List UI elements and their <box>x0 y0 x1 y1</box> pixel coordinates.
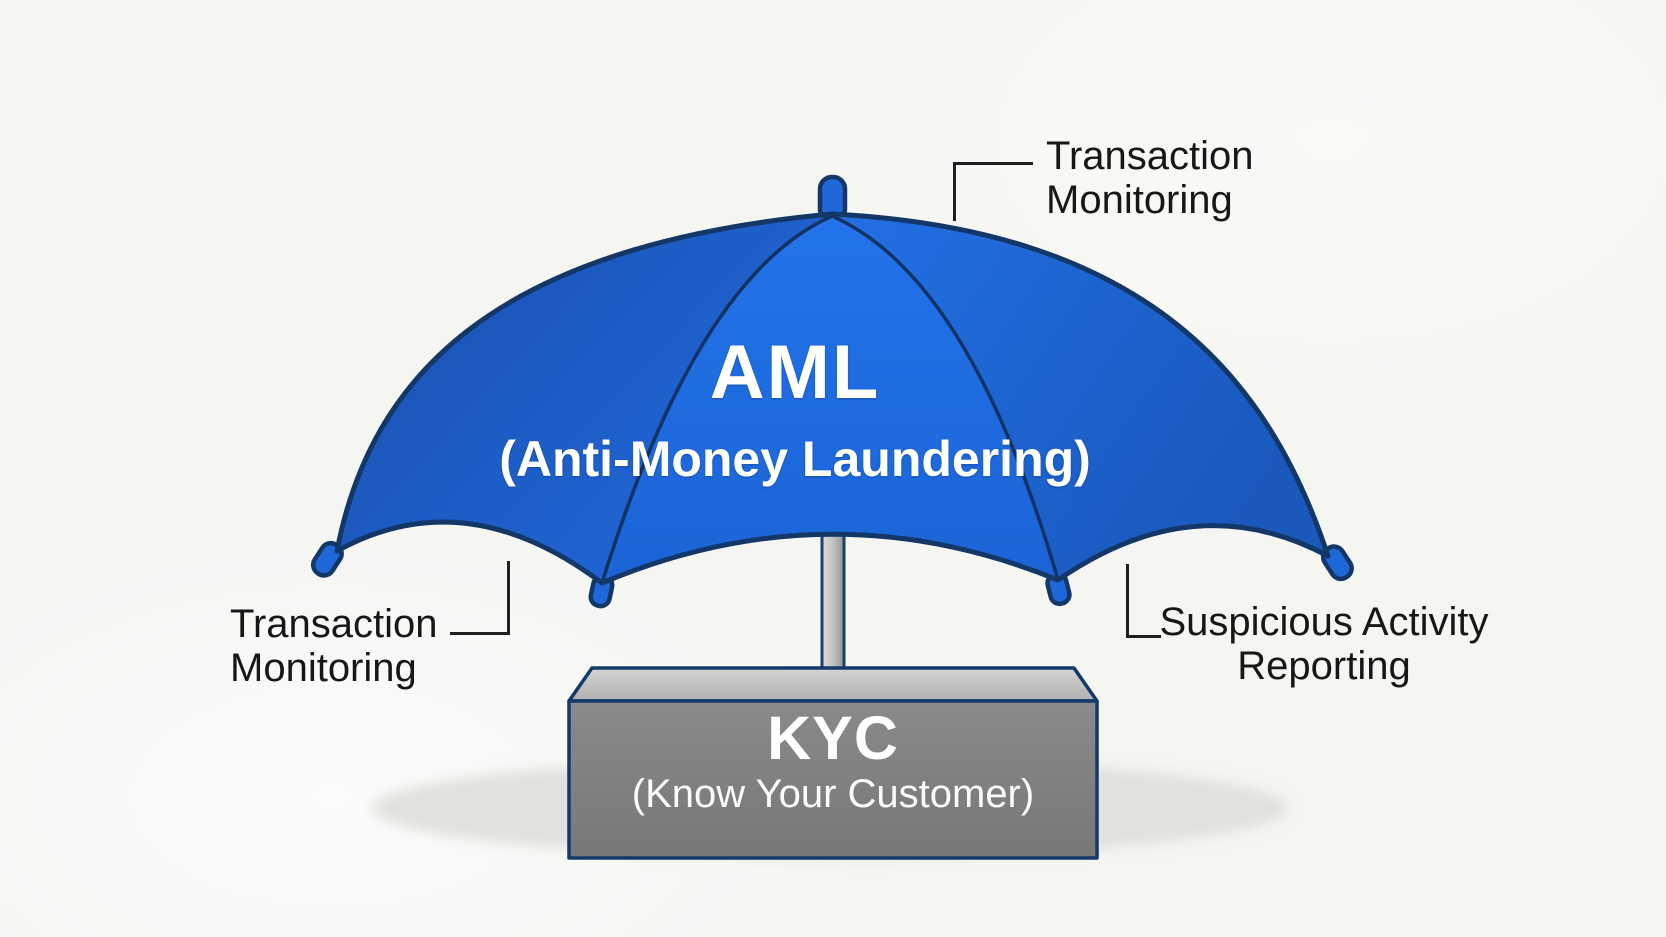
callout-transaction-monitoring-top: Transaction Monitoring <box>1046 134 1254 222</box>
callout-line: Transaction <box>1046 134 1254 178</box>
callout-line: Transaction <box>230 602 438 646</box>
connector-top-right <box>953 162 1033 221</box>
umbrella-panel-center <box>602 214 1058 583</box>
connector-bottom-left <box>450 561 510 635</box>
umbrella-rib-tip-right <box>1320 544 1354 582</box>
callout-suspicious-activity-reporting: Suspicious Activity Reporting <box>1159 600 1488 688</box>
callout-line: Suspicious Activity <box>1159 600 1489 644</box>
callout-transaction-monitoring-left: Transaction Monitoring <box>230 602 438 690</box>
umbrella-seam-left <box>600 214 834 585</box>
umbrella-subtitle: (Anti-Money Laundering) <box>499 431 1091 487</box>
callout-line: Reporting <box>1237 644 1411 688</box>
kyc-base-front-face <box>567 699 1099 860</box>
base-title: KYC <box>767 704 899 772</box>
umbrella-title: AML <box>709 330 881 415</box>
callout-line: Monitoring <box>230 646 417 690</box>
kyc-base-top-face <box>567 666 1099 703</box>
umbrella-panel-right <box>832 214 1328 580</box>
umbrella-panel-left <box>337 214 832 583</box>
callout-line: Monitoring <box>1046 178 1233 222</box>
umbrella-canopy-outline <box>334 211 1331 586</box>
umbrella-seam-right <box>830 214 1060 582</box>
connector-bottom-right <box>1126 564 1161 638</box>
base-subtitle: (Know Your Customer) <box>631 772 1035 816</box>
